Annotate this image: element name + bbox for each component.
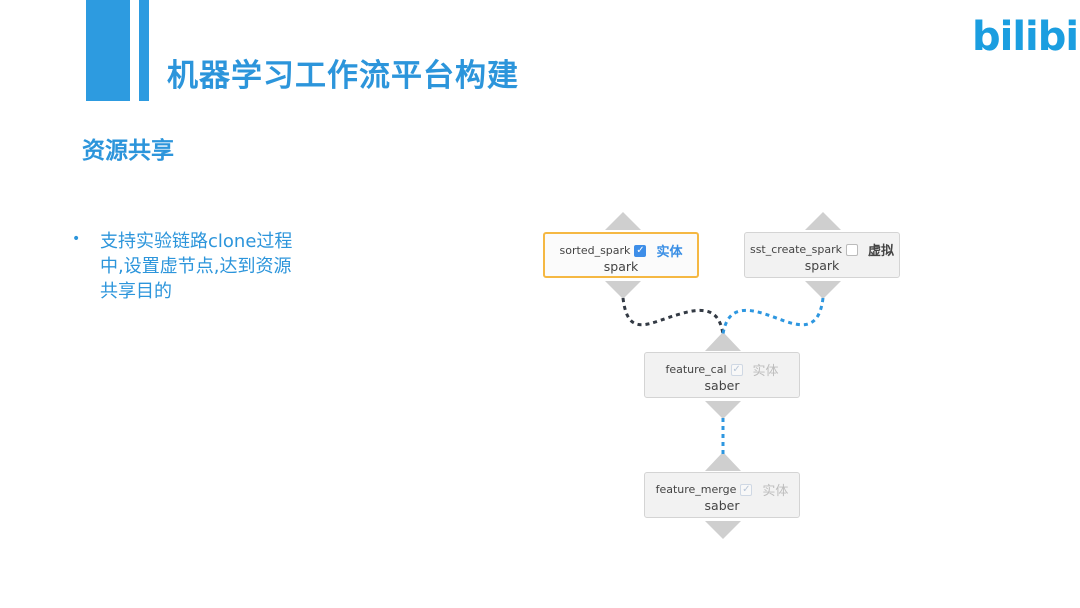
node-engine: saber <box>704 378 740 393</box>
node-port-bottom[interactable] <box>705 521 741 539</box>
bullet-dot-icon: • <box>72 231 81 247</box>
node-port-top[interactable] <box>705 452 741 471</box>
checkbox-icon[interactable]: ✓ <box>740 483 753 496</box>
checkbox-icon[interactable] <box>846 243 859 256</box>
node-engine: spark <box>804 258 840 273</box>
node-name: sst_create_spark <box>749 243 843 256</box>
checkbox-icon[interactable]: ✓ <box>634 244 647 257</box>
page-title: 机器学习工作流平台构建 <box>167 58 519 94</box>
header-accent-bar <box>86 0 130 101</box>
bullet-text: 支持实验链路clone过程中,设置虚节点,达到资源共享目的 <box>100 231 293 302</box>
node-tag: 虚拟 <box>868 244 895 259</box>
section-subtitle: 资源共享 <box>82 138 174 164</box>
node-name: feature_merge <box>655 483 737 496</box>
node-tag: 实体 <box>656 245 683 260</box>
checkbox-icon[interactable]: ✓ <box>730 363 743 376</box>
node-feature-merge[interactable]: feature_merge ✓ 实体 saber <box>644 472 800 518</box>
node-port-top[interactable] <box>805 212 841 230</box>
node-tag: 实体 <box>752 364 779 379</box>
node-sorted-spark[interactable]: sorted_spark ✓ 实体 spark <box>543 232 699 278</box>
node-name: sorted_spark <box>559 244 631 257</box>
node-engine: spark <box>603 259 639 274</box>
header-accent-bar-thin <box>139 0 149 101</box>
bilibili-logo: bilibili <box>972 14 1080 60</box>
node-port-bottom[interactable] <box>805 281 841 299</box>
edge-sorted-spark-to-feature-cal[interactable] <box>621 297 725 335</box>
node-port-bottom[interactable] <box>705 401 741 419</box>
node-port-top[interactable] <box>705 332 741 351</box>
node-name: feature_cal <box>665 363 727 376</box>
node-port-bottom[interactable] <box>605 281 641 299</box>
node-feature-cal[interactable]: feature_cal ✓ 实体 saber <box>644 352 800 398</box>
node-port-top[interactable] <box>605 212 641 230</box>
edge-sst-create-spark-to-feature-cal[interactable] <box>721 297 825 335</box>
node-tag: 实体 <box>762 484 789 499</box>
node-engine: saber <box>704 498 740 513</box>
node-sst-create-spark[interactable]: sst_create_spark 虚拟 spark <box>744 232 900 278</box>
